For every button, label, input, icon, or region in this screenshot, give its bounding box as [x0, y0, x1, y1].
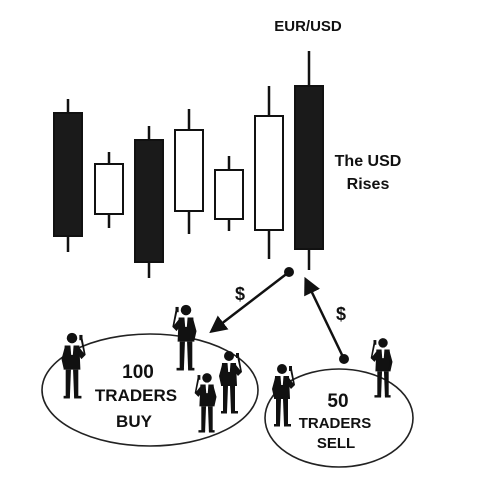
buyers-count: 100: [122, 362, 154, 383]
candle-body: [294, 85, 324, 250]
pair-label: EUR/USD: [274, 18, 342, 35]
trader-figure-icon: [370, 338, 393, 398]
candle-body: [214, 169, 244, 220]
buyers-line-1: TRADERS: [95, 386, 177, 405]
candle-body: [254, 115, 284, 231]
candlestick-5-bullish: [214, 156, 244, 231]
candlestick-2-bullish: [94, 152, 124, 228]
candle-body: [134, 139, 164, 263]
trader-figure-icon: [272, 364, 295, 427]
candlestick-4-bullish: [174, 109, 204, 234]
sellers-line-1: TRADERS: [299, 415, 372, 432]
trader-figures: [61, 304, 393, 433]
trader-figure-icon: [219, 351, 242, 414]
buy-flow-arrow: [209, 267, 294, 334]
candlestick-6-bullish: [254, 86, 284, 259]
candle-body: [94, 163, 124, 215]
buyers-ellipse: [41, 333, 259, 447]
sellers-ellipse: [264, 368, 414, 468]
headline-line-1: The USD: [335, 153, 402, 170]
candlestick-7-bearish: [294, 51, 324, 270]
trader-figure-icon: [172, 304, 197, 371]
candlestick-1-bearish: [53, 99, 83, 252]
dollar-sign-sell: $: [336, 304, 346, 324]
buyers-line-2: BUY: [116, 412, 153, 431]
sell-flow-arrow: [304, 276, 349, 364]
candle-body: [174, 129, 204, 212]
dollar-sign-buy: $: [235, 284, 245, 304]
candlestick-3-bearish: [134, 126, 164, 278]
sellers-line-2: SELL: [317, 435, 355, 452]
candle-body: [53, 112, 83, 237]
trader-figure-icon: [194, 373, 217, 433]
headline-line-2: Rises: [347, 176, 390, 193]
trader-figure-icon: [61, 332, 86, 399]
candlestick-group: [53, 51, 324, 278]
sellers-count: 50: [327, 391, 348, 412]
